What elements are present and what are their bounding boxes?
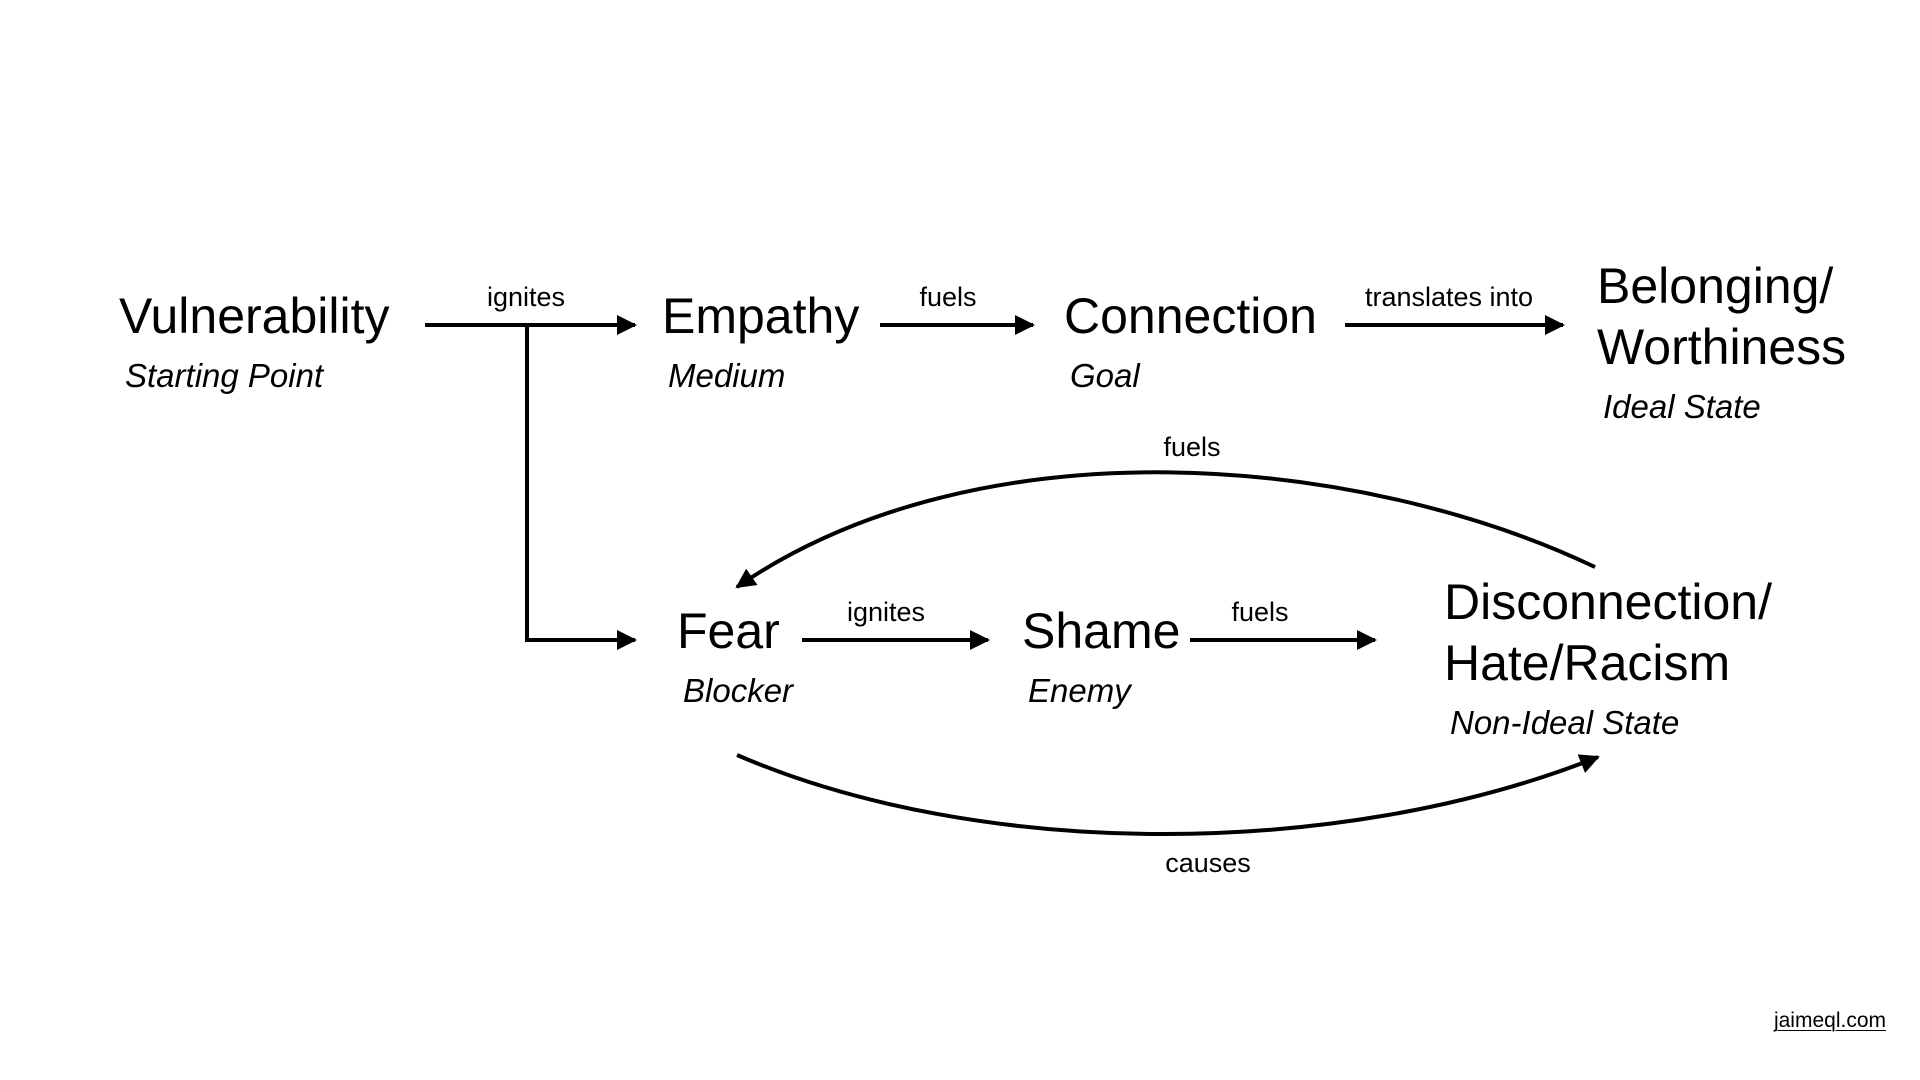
node-title-line1: Belonging/ — [1597, 258, 1834, 314]
node-subtitle: Medium — [668, 357, 786, 394]
arrow-disconnection-to-fear — [735, 470, 1596, 589]
node-fear: Fear Blocker — [677, 601, 793, 710]
node-connection: Connection Goal — [1064, 286, 1317, 395]
node-title: Fear — [677, 603, 780, 659]
node-subtitle: Starting Point — [125, 357, 324, 394]
edge-label-fear-shame: ignites — [846, 597, 926, 627]
node-vulnerability: Vulnerability Starting Point — [119, 286, 390, 395]
node-subtitle: Non-Ideal State — [1450, 704, 1680, 741]
footer-site-link[interactable]: jaimeql.com — [1773, 1009, 1886, 1032]
edge-label-vulnerability-empathy: ignites — [486, 282, 566, 312]
node-title-line2: Hate/Racism — [1444, 635, 1731, 691]
edge-label-disconnection-fear: fuels — [1163, 432, 1221, 462]
node-disconnection: Disconnection/ Hate/Racism Non-Ideal Sta… — [1444, 572, 1772, 742]
node-subtitle: Enemy — [1028, 672, 1131, 709]
node-belonging: Belonging/ Worthiness Ideal State — [1597, 256, 1846, 426]
node-shame: Shame Enemy — [1022, 601, 1180, 710]
edge-label-fear-disconnection: causes — [1165, 848, 1251, 878]
edge-label-connection-belonging: translates into — [1364, 282, 1534, 312]
arrow-vulnerability-to-fear — [525, 325, 637, 650]
node-subtitle: Blocker — [683, 672, 794, 709]
node-title-line2: Worthiness — [1597, 319, 1847, 375]
edge-label-shame-disconnection: fuels — [1231, 597, 1289, 627]
arrow-fear-to-disconnection — [736, 753, 1600, 836]
node-title-line1: Disconnection/ — [1444, 574, 1772, 630]
node-title: Empathy — [662, 288, 860, 344]
node-subtitle: Ideal State — [1603, 388, 1761, 425]
node-title: Vulnerability — [119, 288, 390, 344]
node-title: Shame — [1022, 603, 1181, 659]
edge-label-empathy-connection: fuels — [919, 282, 977, 312]
node-subtitle: Goal — [1070, 357, 1140, 394]
node-empathy: Empathy Medium — [662, 286, 859, 395]
node-title: Connection — [1064, 288, 1317, 344]
